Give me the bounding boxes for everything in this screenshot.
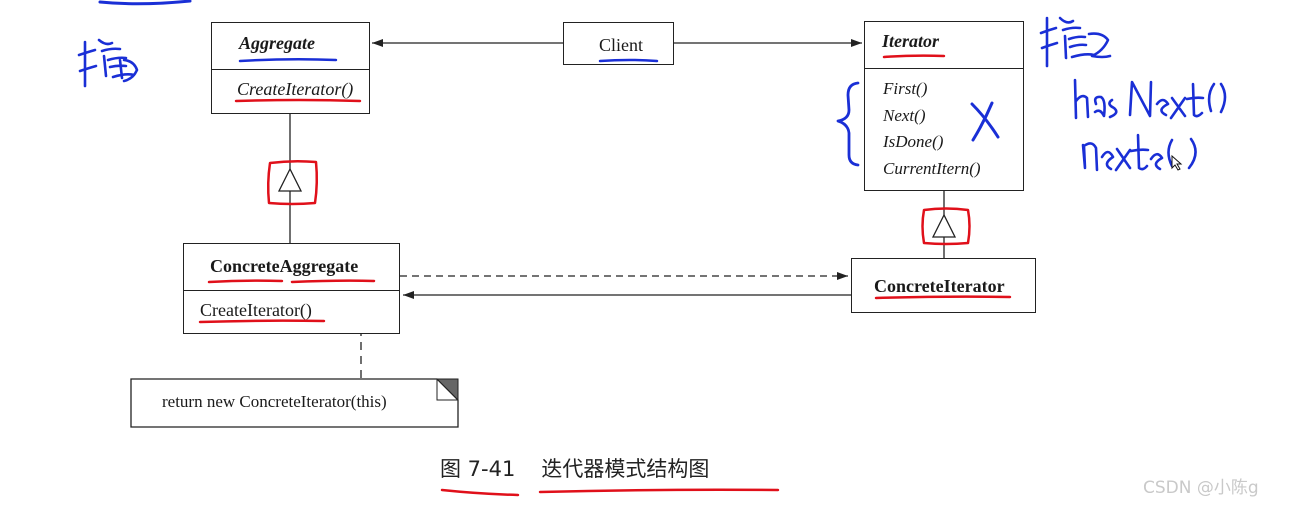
figure-number: 图 7-41 — [440, 457, 516, 481]
iterator-operation-currentitem: CurrentItern() — [883, 159, 981, 178]
aggregate-class: Aggregate CreateIterator() — [211, 22, 370, 114]
aggregate-create-iterator-operation: CreateIterator() — [237, 79, 354, 99]
caption-title-underline — [538, 488, 780, 494]
iterator-operation-isdone: IsDone() — [883, 132, 944, 151]
iterator-class: Iterator First() Next() IsDone() Current… — [864, 21, 1024, 191]
concrete-aggregate-class-name: ConcreteAggregate — [210, 256, 359, 276]
figure-title: 迭代器模式结构图 — [541, 457, 710, 481]
concrete-aggregate-class: ConcreteAggregate CreateIterator() — [183, 243, 400, 334]
concrete-create-iterator-underline — [198, 319, 326, 324]
watermark: CSDN @小陈g — [1143, 478, 1259, 498]
handwritten-has-next — [1073, 78, 1227, 120]
handwritten-next — [1081, 133, 1197, 172]
concrete-aggregate-underline-1 — [207, 279, 284, 284]
top-pen-stroke — [98, 0, 192, 6]
aggregate-underline — [238, 57, 338, 63]
operations-brace — [836, 81, 860, 167]
concrete-iterator-class-name: ConcreteIterator — [874, 276, 1005, 296]
iterator-operation-first: First() — [883, 79, 928, 98]
create-iterator-underline — [234, 98, 362, 103]
concrete-iterator-underline — [874, 295, 1012, 300]
aggregate-triangle-highlight — [266, 159, 319, 206]
iterator-underline — [882, 54, 946, 59]
iterator-triangle-highlight — [921, 207, 971, 246]
concrete-aggregate-create-iterator-operation: CreateIterator() — [200, 300, 312, 320]
right-handwritten-note — [1039, 16, 1112, 68]
implementation-note — [130, 378, 459, 428]
iterator-operation-next: Next() — [883, 106, 926, 125]
figure-caption: 图 7-41 迭代器模式结构图 — [440, 453, 709, 483]
concrete-iterator-class: ConcreteIterator — [851, 258, 1036, 313]
note-text: return new ConcreteIterator(this) — [162, 392, 387, 411]
iterator-class-name: Iterator — [882, 31, 940, 51]
aggregate-class-name: Aggregate — [239, 33, 315, 53]
mouse-cursor-icon — [1171, 154, 1183, 171]
concrete-aggregate-underline-2 — [290, 279, 376, 284]
caption-number-underline — [440, 488, 520, 497]
client-class-name: Client — [599, 35, 643, 55]
client-class: Client — [563, 22, 674, 65]
cross-mark — [970, 101, 1000, 142]
client-underline — [598, 58, 659, 63]
left-handwritten-note — [77, 38, 139, 88]
